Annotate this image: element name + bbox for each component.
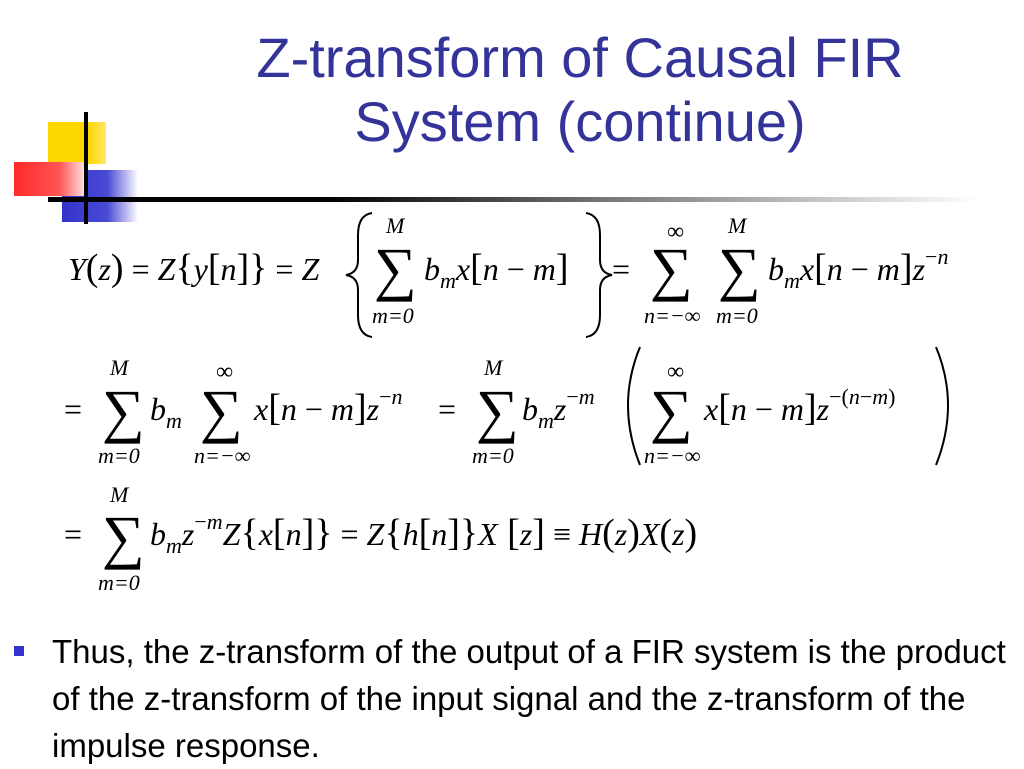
sum1-upper: M bbox=[385, 213, 406, 238]
sum3-sigma: ∑ bbox=[718, 236, 761, 302]
sumD-upper: ∞ bbox=[667, 359, 684, 385]
red-bar bbox=[14, 162, 84, 196]
sum1-sigma: ∑ bbox=[374, 236, 417, 302]
eq1-equals: = bbox=[612, 251, 630, 287]
sum3-upper: M bbox=[727, 213, 748, 238]
sumB-term: x[n − m]z−n bbox=[253, 384, 403, 429]
eq3-rest: bmz−mZ{x[n]} = Z{h[n]}X [z] ≡ H(z)X(z) bbox=[150, 509, 697, 558]
corner-decoration bbox=[14, 112, 138, 224]
sum2-sigma: ∑ bbox=[650, 236, 693, 302]
sumA-lower: m=0 bbox=[98, 443, 140, 468]
sum-lower: m=0 bbox=[98, 570, 140, 595]
title-line-2: System (continue) bbox=[354, 90, 806, 153]
sumB-lower: n=−∞ bbox=[194, 443, 251, 468]
sum-upper: M bbox=[109, 482, 130, 507]
sumD-term: x[n − m]z−(n−m) bbox=[703, 384, 896, 429]
equation-line-2: = M ∑ m=0 bm ∞ ∑ n=−∞ x[n − m]z−n = M ∑ … bbox=[64, 346, 949, 468]
slide-title: Z-transform of Causal FIR System (contin… bbox=[150, 26, 1010, 154]
sumD-lower: n=−∞ bbox=[644, 443, 701, 468]
sumC-sigma: ∑ bbox=[476, 378, 519, 444]
sum-sigma: ∑ bbox=[102, 504, 145, 570]
equation-block: Y(z) = Z{y[n]} = Z M ∑ m=0 bmx[n − m] = … bbox=[64, 212, 949, 595]
equation-line-1: Y(z) = Z{y[n]} = Z M ∑ m=0 bmx[n − m] = … bbox=[68, 212, 948, 338]
sumA-sigma: ∑ bbox=[102, 378, 145, 444]
vertical-line bbox=[84, 112, 88, 224]
sumB-sigma: ∑ bbox=[200, 378, 243, 444]
sum1-term: bmx[n − m] bbox=[424, 247, 569, 293]
sum2-upper: ∞ bbox=[667, 219, 684, 245]
sumB-upper: ∞ bbox=[216, 359, 233, 385]
yellow-square bbox=[48, 122, 106, 164]
sum3-lower: m=0 bbox=[716, 303, 758, 328]
bullet-square-icon bbox=[14, 646, 24, 656]
eq2-lead: = bbox=[64, 391, 82, 427]
sumA-upper: M bbox=[109, 355, 130, 380]
sumC-lower: m=0 bbox=[472, 443, 514, 468]
sumD-sigma: ∑ bbox=[650, 378, 693, 444]
eq3-lead: = bbox=[64, 516, 82, 552]
equation-line-3: = M ∑ m=0 bmz−mZ{x[n]} = Z{h[n]}X [z] ≡ … bbox=[64, 482, 697, 595]
sum2-lower: n=−∞ bbox=[644, 303, 701, 328]
sum1-lower: m=0 bbox=[372, 303, 414, 328]
title-underline bbox=[48, 197, 978, 202]
eq2-equals: = bbox=[438, 391, 456, 427]
title-line-1: Z-transform of Causal FIR bbox=[256, 26, 904, 89]
sumC-term: bmz−m bbox=[522, 384, 595, 433]
eq1-tail: bmx[n − m]z−n bbox=[768, 244, 948, 293]
eq1-lhs: Y(z) = Z{y[n]} = Z bbox=[68, 247, 320, 289]
bullet-text: Thus, the z-transform of the output of a… bbox=[52, 633, 1006, 764]
sumA-term: bm bbox=[150, 391, 182, 433]
sumC-upper: M bbox=[483, 355, 504, 380]
